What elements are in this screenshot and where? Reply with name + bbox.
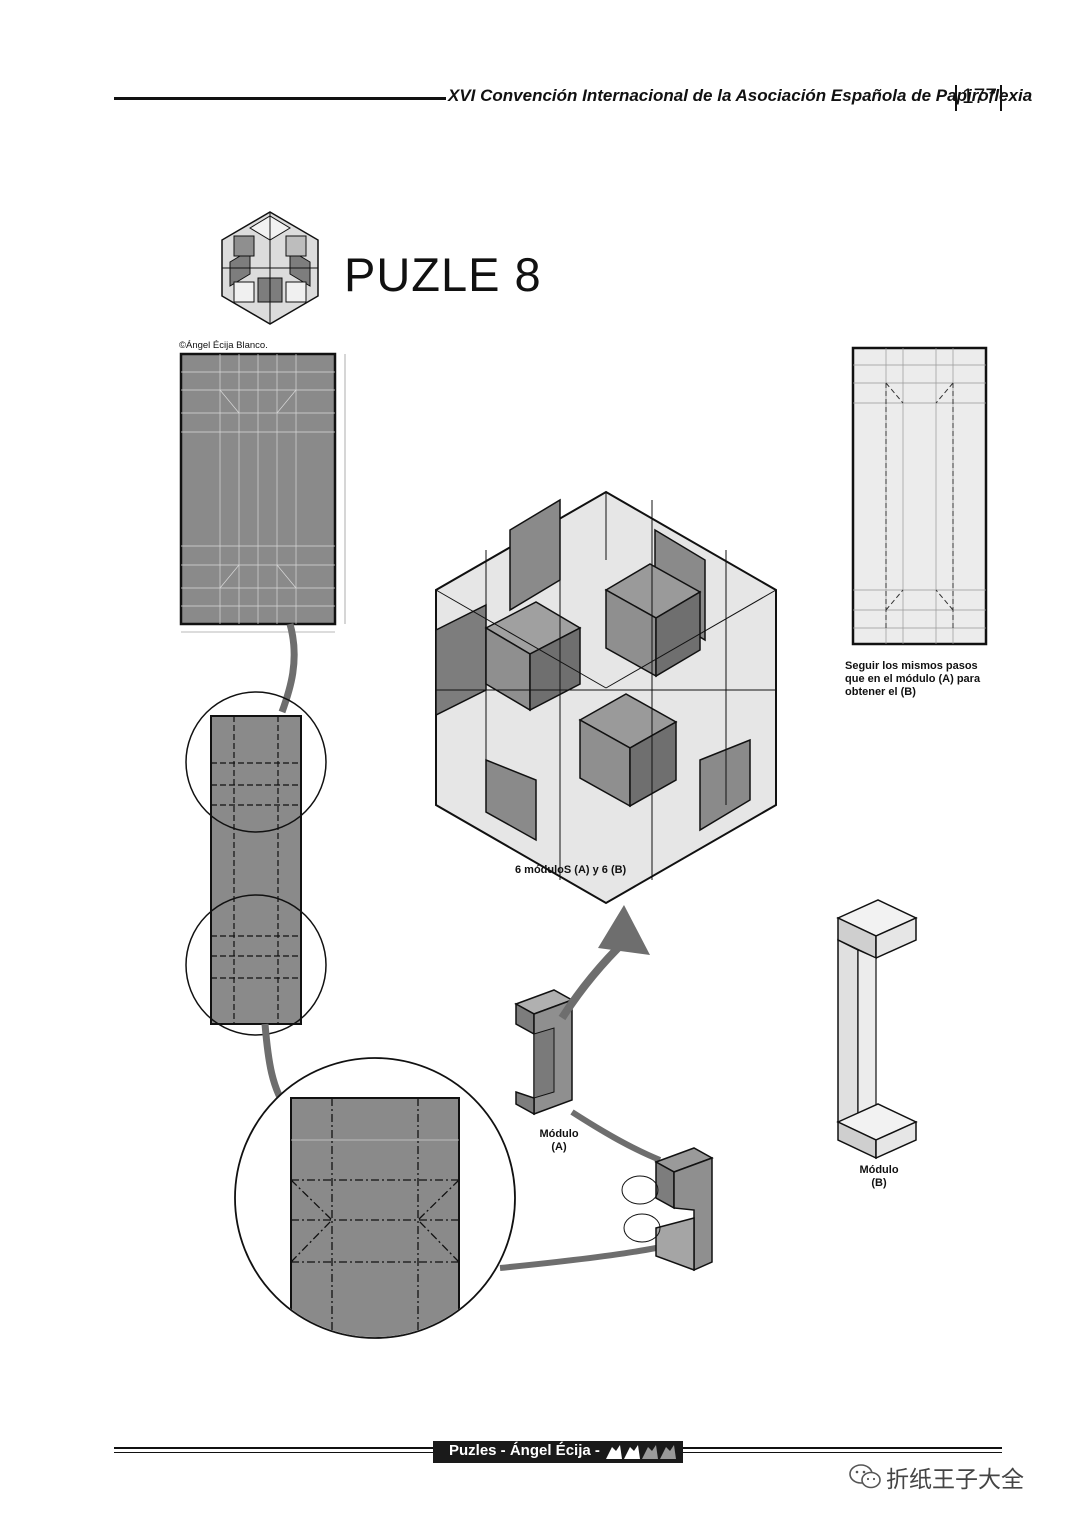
author-credit: ©Ángel Écija Blanco. xyxy=(179,340,268,351)
header-separator xyxy=(955,85,957,111)
footer-label: Puzles - Ángel Écija - xyxy=(449,1442,600,1459)
folded-strip xyxy=(185,691,327,1036)
header-title: XVI Convención Internacional de la Asoci… xyxy=(448,86,1033,105)
header-separator-end xyxy=(1000,85,1002,111)
wechat-icon xyxy=(849,1464,881,1489)
caption-module-a: Módulo (A) xyxy=(539,1128,579,1153)
module-a xyxy=(514,989,574,1116)
assembled-puzzle xyxy=(435,490,777,905)
puzzle-logo-icon xyxy=(221,211,319,325)
caption-module-b: Módulo (B) xyxy=(859,1164,899,1189)
zoom-detail xyxy=(234,1057,516,1339)
folding-module xyxy=(621,1147,714,1272)
page-title: PUZLE 8 xyxy=(344,248,542,301)
difficulty-icon xyxy=(606,1445,676,1459)
module-b xyxy=(836,899,918,1160)
caption-modules-count: 6 móduloS (A) y 6 (B) xyxy=(515,864,627,876)
page-number: 177 xyxy=(962,85,998,108)
crease-pattern-a xyxy=(179,352,346,633)
watermark-text: 折纸王子大全 xyxy=(886,1467,1024,1493)
header-rule xyxy=(114,97,446,100)
crease-pattern-b xyxy=(851,346,988,646)
caption-follow-steps: Seguir los mismos pasos que en el módulo… xyxy=(845,660,981,698)
